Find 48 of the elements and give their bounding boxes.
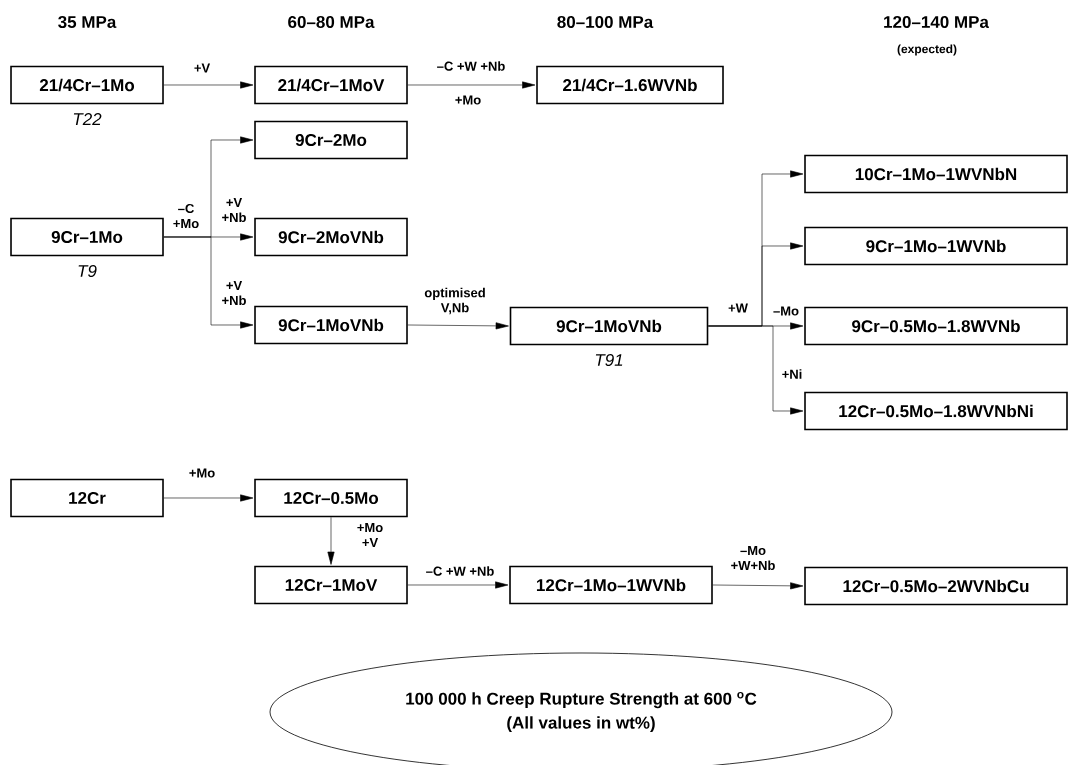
arrow: [163, 494, 254, 502]
alloy-box: 9Cr–1Mo: [10, 217, 164, 257]
arrow: [712, 582, 804, 590]
column-heading: (expected): [896, 43, 958, 57]
column-heading: 35 MPa: [56, 14, 118, 30]
edge-label: +V +Nb: [219, 196, 249, 224]
alloy-box: 9Cr–2MoVNb: [254, 217, 408, 257]
alloy-box: 12Cr–0.5Mo: [254, 478, 408, 518]
alloy-box: 21/4Cr–1MoV: [254, 65, 408, 105]
edge-label: –Mo +W+Nb: [721, 544, 785, 572]
element-change-label: –C +Mo: [171, 202, 201, 230]
grade-name: T22: [73, 113, 102, 125]
arrow: [407, 581, 509, 589]
alloy-box: 9Cr–0.5Mo–1.8WVNb: [804, 306, 1068, 346]
alloy-box: 21/4Cr–1Mo: [10, 65, 164, 105]
element-change-label: +W: [727, 302, 749, 314]
edge-label: +Ni: [780, 368, 804, 380]
arrow: [708, 325, 804, 415]
alloy-box: 10Cr–1Mo–1WVNbN: [804, 154, 1068, 194]
alloy-box: 12Cr–1MoV: [254, 565, 408, 605]
arrow: [407, 322, 509, 330]
arrow: [327, 517, 335, 565]
element-change-label: +Mo: [453, 94, 483, 106]
edge-label: +Mo: [187, 467, 217, 479]
alloy-box: 12Cr–0.5Mo–1.8WVNbNi: [804, 391, 1068, 431]
edge-label: optimised V,Nb: [419, 286, 491, 316]
grade-name: T91: [595, 354, 623, 366]
edge-label: +V: [192, 62, 212, 74]
arrow: [407, 81, 536, 89]
alloy-box: 12Cr–1Mo–1WVNb: [509, 565, 713, 605]
edge-label: –C +W +Nb: [424, 565, 496, 577]
edge-label: +V +Nb: [219, 279, 249, 307]
alloy-box: 9Cr–1MoVNb: [254, 305, 408, 345]
column-heading: 80–100 MPa: [555, 15, 655, 29]
edge-label: –Mo: [772, 305, 800, 317]
edge-label: +Mo +V: [354, 522, 386, 548]
alloy-box: 12Cr–0.5Mo–2WVNbCu: [804, 566, 1068, 606]
grade-name: T9: [78, 265, 97, 277]
arrow: [163, 81, 254, 89]
alloy-box: 9Cr–2Mo: [254, 120, 408, 160]
column-heading: 120–140 MPa: [882, 15, 990, 29]
edge-label: –C +W +Nb: [435, 60, 507, 72]
column-heading: 60–80 MPa: [286, 15, 376, 29]
arrow: [163, 236, 254, 329]
alloy-box: 21/4Cr–1.6WVNb: [536, 65, 724, 105]
alloy-box: 9Cr–1MoVNb: [509, 306, 709, 346]
alloy-box: 12Cr: [10, 478, 164, 518]
alloy-box: 9Cr–1Mo–1WVNb: [804, 226, 1068, 266]
